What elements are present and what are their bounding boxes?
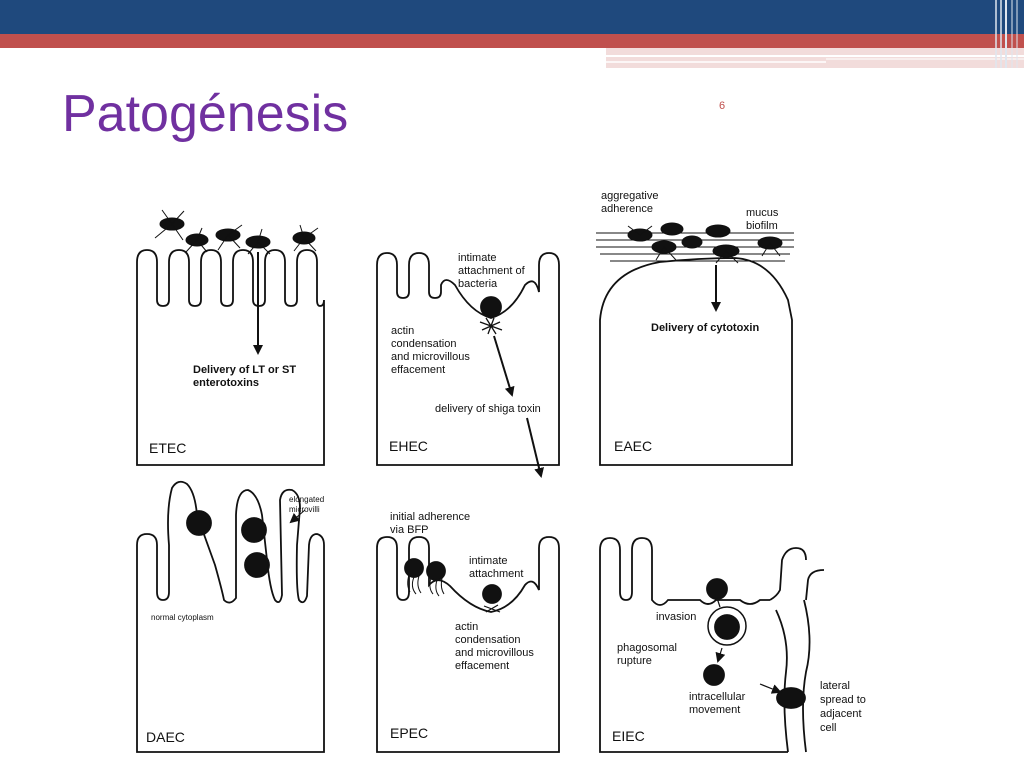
daec-label-1: elongated <box>289 495 324 504</box>
accent-band <box>0 34 1024 48</box>
etec-label-1: Delivery of LT or ST <box>193 364 296 376</box>
cell-outline <box>599 537 788 753</box>
panel-daec <box>136 480 325 753</box>
decorative-lines <box>606 48 1024 68</box>
etec-label-2: enterotoxins <box>193 377 259 389</box>
eiec-label-9: cell <box>820 722 837 734</box>
bacteria-group <box>159 217 316 249</box>
cell-membrane-left <box>775 609 789 753</box>
eiec-label-5: movement <box>689 704 740 716</box>
epec-label-7: and microvillous <box>455 647 534 659</box>
panel-etec <box>136 209 325 466</box>
bacterium <box>426 561 446 581</box>
invasion-arrow <box>716 597 721 608</box>
eaec-label-2: adherence <box>601 203 653 215</box>
spread-arrow <box>759 683 782 694</box>
panel-eiec <box>599 537 825 753</box>
eiec-label-1: invasion <box>656 611 696 623</box>
panel-eaec <box>596 222 794 466</box>
eiec-label-7: spread to <box>820 694 866 706</box>
phagosome <box>707 606 747 646</box>
eaec-label-3: mucus <box>746 207 779 219</box>
bundle-forming-pili <box>407 574 445 597</box>
pili <box>627 225 781 264</box>
header-band <box>0 0 1024 34</box>
cell-outline <box>376 252 560 466</box>
eiec-label-2: phagosomal <box>617 642 677 654</box>
ehec-label-8: delivery of shiga toxin <box>435 403 541 415</box>
header-stripes <box>995 0 1018 68</box>
cell-membrane-top <box>769 547 807 601</box>
ehec-label-3: bacteria <box>458 278 498 290</box>
bacterium-phagosome <box>714 614 740 640</box>
page-title: Patogénesis <box>62 85 349 143</box>
pointer-arrow <box>289 509 306 524</box>
epec-label-5: actin <box>455 621 478 633</box>
eaec-label-5: Delivery of cytotoxin <box>651 322 759 334</box>
bacterium-spreading <box>776 687 806 709</box>
bacterium <box>186 510 212 536</box>
cell-membrane-right <box>802 569 825 753</box>
eiec-label-4: intracellular <box>689 691 746 703</box>
panel-name-epec: EPEC <box>390 725 428 741</box>
epec-label-1: initial adherence <box>390 511 470 523</box>
ehec-label-6: and microvillous <box>391 351 470 363</box>
actin-pedestal <box>483 604 501 613</box>
toxin-arrow-2 <box>526 417 544 478</box>
panel-name-ehec: EHEC <box>389 438 428 454</box>
rupture-arrow <box>715 647 726 663</box>
pili <box>154 209 319 255</box>
slide-number: 6 <box>719 100 726 112</box>
panel-ehec <box>376 252 560 478</box>
eiec-label-6: lateral <box>820 680 850 692</box>
toxin-arrow-1 <box>493 335 515 397</box>
bacterium-free <box>703 664 725 686</box>
bacterium-invading <box>706 578 728 600</box>
ehec-label-1: intimate <box>458 252 497 264</box>
ehec-label-2: attachment of <box>458 265 526 277</box>
epec-label-8: effacement <box>455 660 509 672</box>
eiec-label-8: adjacent <box>820 708 862 720</box>
panel-name-eiec: EIEC <box>612 728 645 744</box>
ehec-label-4: actin <box>391 325 414 337</box>
panel-epec <box>376 536 560 753</box>
bacterium <box>480 296 502 318</box>
bacterium <box>482 584 502 604</box>
eaec-label-4: biofilm <box>746 220 778 232</box>
bacterium <box>404 558 424 578</box>
epec-label-6: condensation <box>455 634 520 646</box>
eiec-label-3: rupture <box>617 655 652 667</box>
bacterium <box>241 517 267 543</box>
cell-outline <box>136 480 325 753</box>
daec-label-2: microvilli <box>289 505 320 514</box>
cell-outline <box>599 257 793 466</box>
panel-name-daec: DAEC <box>146 729 185 745</box>
ehec-label-5: condensation <box>391 338 456 350</box>
epec-label-3: intimate <box>469 555 508 567</box>
ehec-label-7: effacement <box>391 364 445 376</box>
daec-label-3: normal cytoplasm <box>151 613 214 622</box>
epec-label-2: via BFP <box>390 524 429 536</box>
actin-pedestal <box>479 317 503 335</box>
cell-outline <box>136 249 325 466</box>
panel-name-etec: ETEC <box>149 440 186 456</box>
panel-name-eaec: EAEC <box>614 438 652 454</box>
epec-label-4: attachment <box>469 568 523 580</box>
eaec-label-1: aggregative <box>601 190 659 202</box>
bacterium <box>244 552 270 578</box>
